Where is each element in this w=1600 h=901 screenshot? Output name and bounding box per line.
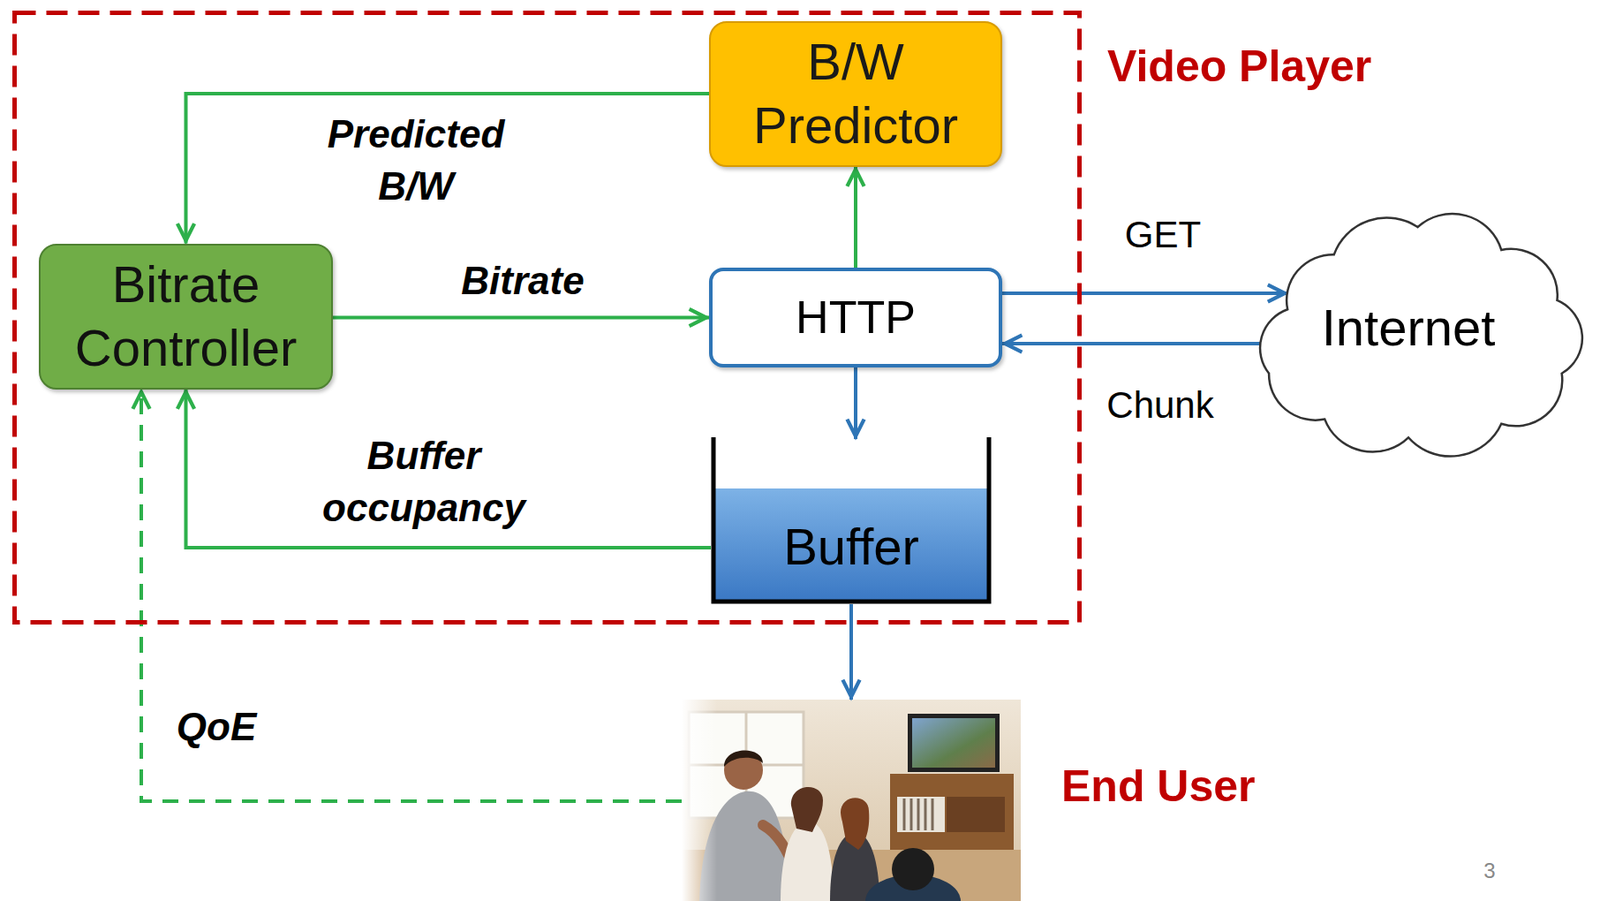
illustration-part (724, 750, 763, 790)
node-label: Internet (1321, 295, 1496, 361)
illustration-part (907, 713, 1000, 772)
family (681, 699, 961, 901)
internet-cloud: Internet (1231, 199, 1585, 456)
family-watching-tv (681, 699, 1021, 901)
node-heading: Video Player (1107, 39, 1372, 93)
illustration-part (910, 798, 914, 831)
illustration-part (791, 786, 823, 832)
illustration-part (890, 773, 1014, 850)
predictor-box: B/W Predictor (709, 21, 1003, 167)
illustration-part (891, 847, 935, 891)
edge-label: QoE (176, 700, 257, 753)
connector-arrow (186, 93, 710, 244)
buffer-container: Buffer (710, 437, 992, 604)
connector-arrow (1002, 341, 1261, 346)
illustration-part (903, 798, 906, 831)
illustration-part (780, 821, 834, 901)
illustration-part (946, 796, 1005, 832)
illustration-part (681, 699, 1021, 901)
illustration-part (897, 796, 945, 832)
connector-arrow (853, 166, 858, 269)
edge-label: Predicted B/W (327, 107, 506, 213)
room (681, 699, 1021, 901)
illustration-part (681, 699, 717, 901)
connector-arrow (849, 603, 853, 700)
buffer-fill (715, 488, 988, 602)
illustration-part (917, 798, 921, 831)
edge-label: Bitrate (460, 254, 584, 307)
node-label: Buffer (783, 514, 920, 580)
buffer-walls (713, 437, 989, 602)
edge-label: GET (1124, 212, 1201, 257)
node-label: Bitrate Controller (75, 252, 297, 381)
illustration-part (931, 798, 935, 831)
illustration-part (924, 798, 928, 831)
player-region: B/W PredictorBitrate Controller HTTP Buffe… (12, 10, 1082, 625)
connector-arrow (332, 316, 710, 320)
illustration-part (912, 717, 996, 768)
node-heading: End User (1061, 759, 1256, 813)
http-box: HTTP (709, 267, 1003, 368)
illustration-part (840, 797, 869, 850)
edge-label: Chunk (1106, 383, 1214, 428)
controller-box: Bitrate Controller (38, 243, 333, 390)
page-number: 3 (1483, 858, 1495, 884)
end-user: End User (681, 699, 1021, 901)
cloud-outline (1260, 213, 1583, 457)
connectors (141, 93, 1288, 801)
illustration-part (724, 749, 763, 767)
connector-arrow (186, 389, 712, 549)
node-label: HTTP (795, 288, 916, 347)
connector-arrow (1002, 291, 1288, 295)
connector-arrow (141, 389, 682, 802)
node-label: B/W Predictor (753, 30, 959, 159)
dashed-border (15, 13, 1080, 623)
edge-label: Buffer occupancy (322, 429, 526, 535)
connector-arrow (853, 367, 858, 439)
